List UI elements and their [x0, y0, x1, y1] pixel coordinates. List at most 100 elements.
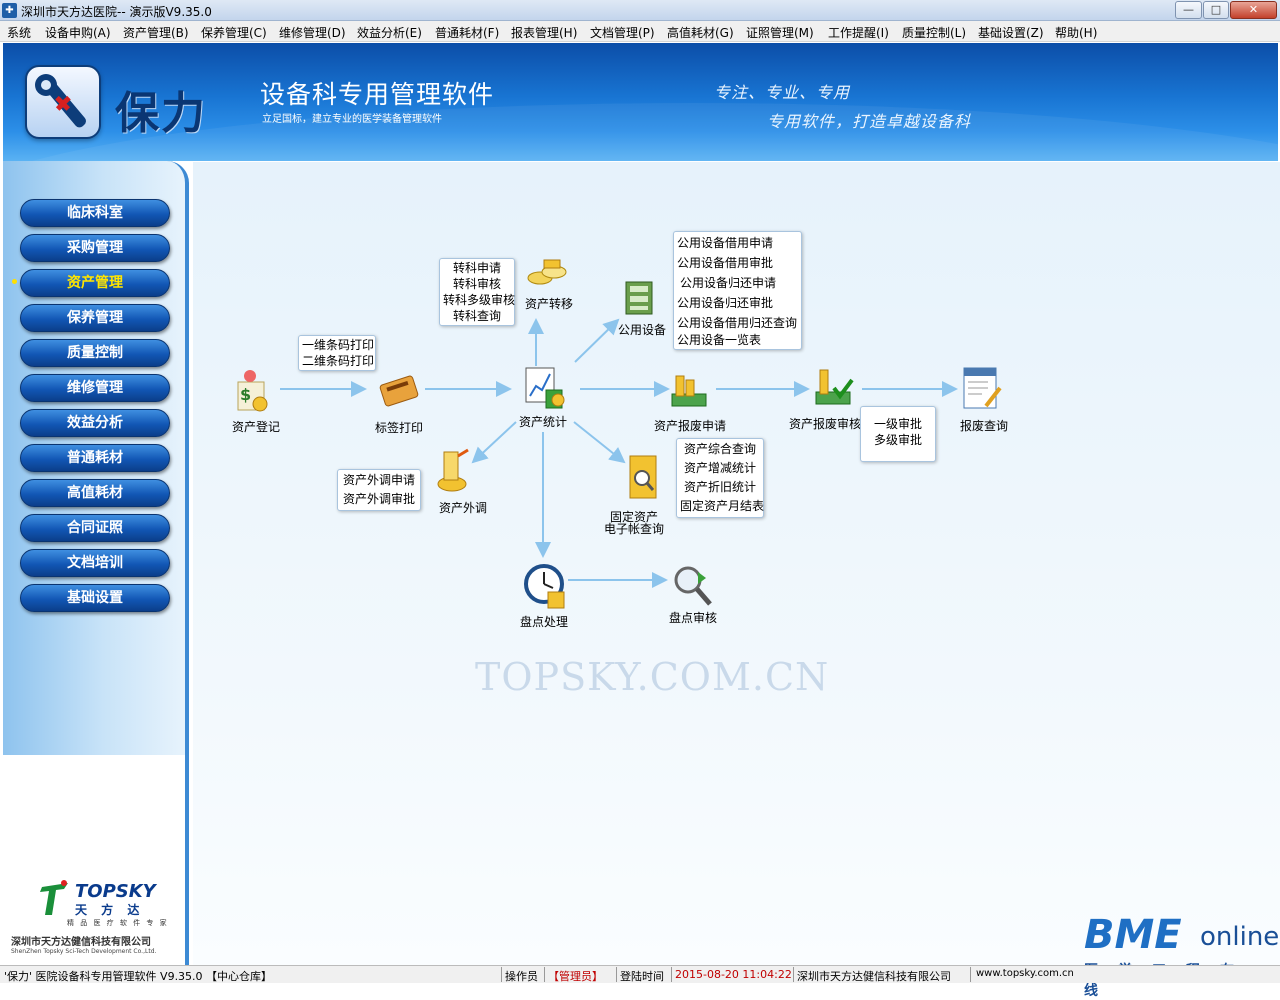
approval-menu: 一级审批 多级审批 [860, 406, 936, 462]
external-approve[interactable]: 资产外调审批 [342, 492, 415, 506]
barcode-1d-print[interactable]: 一维条码打印 [302, 338, 375, 352]
maximize-button[interactable]: □ [1203, 1, 1229, 19]
public-equipment-icon[interactable] [622, 278, 660, 321]
public-return-apply[interactable]: 公用设备归还申请 [680, 276, 777, 290]
inventory-review-label[interactable]: 盘点审核 [669, 611, 718, 625]
scrap-apply-label[interactable]: 资产报废申请 [654, 419, 727, 433]
barcode-menu: 一维条码打印 二维条码打印 [298, 335, 376, 371]
sidebar-item-contracts-certificates[interactable]: 合同证照 [20, 514, 170, 542]
public-equipment-list[interactable]: 公用设备一览表 [677, 333, 762, 347]
asset-external-icon[interactable] [436, 446, 472, 497]
menu-high-value-consumables[interactable]: 高值耗材(G) [667, 26, 734, 40]
asset-comprehensive-query[interactable]: 资产综合查询 [683, 442, 756, 456]
menu-reminders[interactable]: 工作提醒(I) [828, 26, 889, 40]
minimize-button[interactable]: — [1175, 1, 1202, 19]
ledger-query-label-2[interactable]: 电子帐查询 [604, 522, 665, 536]
public-equipment-menu: 公用设备借用申请 公用设备借用审批 公用设备归还申请 公用设备归还审批 公用设备… [673, 231, 802, 350]
fixed-asset-monthly-report[interactable]: 固定资产月结表 [680, 499, 765, 513]
company-name-cn: 深圳市天方达健信科技有限公司 [11, 937, 151, 948]
sidebar-item-quality-control[interactable]: 质量控制 [20, 339, 170, 367]
multi-level-approval[interactable]: 多级审批 [873, 433, 922, 447]
app-icon: ✚ [2, 3, 17, 18]
menu-reports[interactable]: 报表管理(H) [511, 26, 578, 40]
menu-quality-control[interactable]: 质量控制(L) [902, 26, 967, 40]
scrap-query-icon[interactable] [962, 366, 1002, 415]
menu-bar: 系统 设备申购(A) 资产管理(B) 保养管理(C) 维修管理(D) 效益分析(… [0, 21, 1280, 42]
status-divider [671, 967, 672, 982]
window-title: 深圳市天方达医院-- 演示版V9.35.0 [21, 5, 212, 19]
public-return-approve[interactable]: 公用设备归还审批 [677, 296, 774, 310]
external-apply[interactable]: 资产外调申请 [342, 473, 415, 487]
menu-equipment-purchase[interactable]: 设备申购(A) [45, 26, 111, 40]
sidebar-item-repair[interactable]: 维修管理 [20, 374, 170, 402]
status-website[interactable]: www.topsky.com.cn [976, 968, 1074, 979]
status-login-time: 2015-08-20 11:04:22 [675, 968, 792, 981]
public-borrow-return-query[interactable]: 公用设备借用归还查询 [677, 316, 798, 330]
inventory-review-icon[interactable] [672, 564, 714, 611]
transfer-apply[interactable]: 转科申请 [452, 261, 501, 275]
inventory-icon[interactable] [522, 562, 568, 613]
asset-register-icon[interactable]: $ [236, 368, 272, 415]
sidebar-item-maintenance[interactable]: 保养管理 [20, 304, 170, 332]
sidebar: 临床科室 采购管理 资产管理 保养管理 质量控制 维修管理 效益分析 普通耗材 … [3, 161, 189, 965]
sidebar-item-documents-training[interactable]: 文档培训 [20, 549, 170, 577]
transfer-review[interactable]: 转科审核 [452, 277, 501, 291]
status-operator: 【管理员】 [548, 970, 603, 983]
inventory-label[interactable]: 盘点处理 [520, 615, 569, 629]
sidebar-blank-area [3, 755, 185, 871]
flow-arrows [280, 318, 958, 588]
asset-transfer-icon[interactable] [526, 256, 568, 293]
transfer-query[interactable]: 转科查询 [452, 309, 501, 323]
first-level-approval[interactable]: 一级审批 [873, 417, 922, 431]
transfer-multilevel-review[interactable]: 转科多级审核 [443, 293, 516, 307]
sidebar-item-asset-management[interactable]: 资产管理 [20, 269, 170, 297]
sidebar-item-basic-settings[interactable]: 基础设置 [20, 584, 170, 612]
status-divider [501, 967, 502, 982]
scrap-query-label[interactable]: 报废查询 [960, 419, 1009, 433]
ledger-query-label-1[interactable]: 固定资产 [610, 510, 659, 524]
scrap-review-label[interactable]: 资产报废审核 [789, 417, 862, 431]
asset-stats-icon[interactable] [524, 366, 566, 413]
wrench-icon [35, 74, 86, 128]
asset-depreciation-stats[interactable]: 资产折旧统计 [683, 480, 756, 494]
label-print-label[interactable]: 标签打印 [375, 421, 424, 435]
asset-external-label[interactable]: 资产外调 [439, 501, 488, 515]
sidebar-item-benefit-analysis[interactable]: 效益分析 [20, 409, 170, 437]
menu-asset-management[interactable]: 资产管理(B) [123, 26, 189, 40]
external-menu: 资产外调申请 资产外调审批 [337, 469, 421, 511]
close-button[interactable]: ✕ [1230, 1, 1277, 19]
status-operator-label: 操作员 [505, 970, 538, 983]
public-equipment-label[interactable]: 公用设备 [618, 323, 667, 337]
active-indicator-icon [12, 279, 17, 284]
sidebar-item-clinical-departments[interactable]: 临床科室 [20, 199, 170, 227]
asset-stats-label[interactable]: 资产统计 [519, 415, 568, 429]
asset-register-label[interactable]: 资产登记 [232, 420, 281, 434]
status-divider [970, 967, 971, 982]
public-borrow-apply[interactable]: 公用设备借用申请 [677, 236, 774, 250]
transfer-menu: 转科申请 转科审核 转科多级审核 转科查询 [439, 258, 515, 326]
asset-change-stats[interactable]: 资产增减统计 [683, 461, 756, 475]
menu-basic-settings[interactable]: 基础设置(Z) [978, 26, 1044, 40]
menu-consumables[interactable]: 普通耗材(F) [435, 26, 500, 40]
status-company: 深圳市天方达健信科技有限公司 [797, 970, 951, 983]
topsky-brand-cn: 天 方 达 [75, 903, 145, 917]
menu-maintenance[interactable]: 保养管理(C) [201, 26, 267, 40]
sidebar-item-consumables[interactable]: 普通耗材 [20, 444, 170, 472]
menu-certificates[interactable]: 证照管理(M) [746, 26, 814, 40]
scrap-apply-icon[interactable] [670, 372, 710, 413]
menu-system[interactable]: 系统 [7, 26, 32, 40]
label-print-icon[interactable] [378, 370, 420, 413]
sidebar-item-high-value-consumables[interactable]: 高值耗材 [20, 479, 170, 507]
ledger-query-icon[interactable] [628, 454, 660, 505]
sidebar-item-procurement[interactable]: 采购管理 [20, 234, 170, 262]
barcode-2d-print[interactable]: 二维条码打印 [302, 354, 375, 368]
menu-repair[interactable]: 维修管理(D) [279, 26, 346, 40]
asset-transfer-label[interactable]: 资产转移 [525, 297, 574, 311]
menu-help[interactable]: 帮助(H) [1055, 26, 1098, 40]
scrap-review-icon[interactable] [814, 366, 854, 413]
asset-stats-menu: 资产综合查询 资产增减统计 资产折旧统计 固定资产月结表 [676, 438, 764, 518]
public-borrow-approve[interactable]: 公用设备借用审批 [677, 256, 774, 270]
topsky-brand: TOPSKY [75, 881, 156, 902]
menu-benefit-analysis[interactable]: 效益分析(E) [357, 26, 422, 40]
menu-documents[interactable]: 文档管理(P) [590, 26, 655, 40]
